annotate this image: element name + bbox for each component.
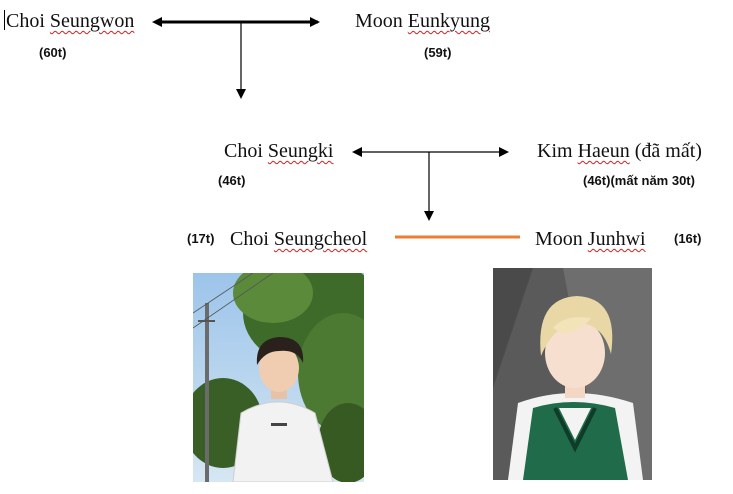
text-cursor <box>4 10 5 30</box>
name-choi-seungcheol: Choi Seungcheol <box>230 227 367 251</box>
last-name: Seungcheol <box>273 228 368 250</box>
age-choi-seungki: (46t) <box>218 173 246 188</box>
young-man-white-tshirt-icon <box>193 273 364 482</box>
name-kim-haeun: Kim Haeun (đã mất) <box>537 139 702 163</box>
last-name: Junhwi <box>587 228 646 250</box>
young-man-blond-green-vest-icon <box>493 268 652 480</box>
age-choi-seungcheol: (17t) <box>187 231 215 246</box>
name-moon-eunkyung: Moon Eunkyung <box>355 9 490 33</box>
last-name: Haeun <box>577 140 630 162</box>
name-choi-seungwon: Choi Seungwon <box>6 9 134 33</box>
name-moon-junhwi: Moon Junhwi <box>535 227 646 251</box>
last-name: Eunkyung <box>407 10 491 32</box>
first-name: Choi <box>224 140 263 162</box>
first-name: Kim <box>537 140 573 162</box>
last-name: Seungwon <box>49 10 135 32</box>
first-name: Moon <box>355 10 403 32</box>
deceased-status: (đã mất) <box>634 140 702 162</box>
photo-seungcheol <box>193 273 364 482</box>
photo-junhwi <box>493 268 652 480</box>
last-name: Seungki <box>267 140 334 162</box>
age-kim-haeun: (46t)(mất năm 30t) <box>583 173 695 188</box>
first-name: Choi <box>6 10 45 32</box>
age-choi-seungwon: (60t) <box>39 45 67 60</box>
name-choi-seungki: Choi Seungki <box>224 139 333 163</box>
age-moon-eunkyung: (59t) <box>424 45 452 60</box>
first-name: Choi <box>230 228 269 250</box>
age-moon-junhwi: (16t) <box>674 231 702 246</box>
first-name: Moon <box>535 228 583 250</box>
